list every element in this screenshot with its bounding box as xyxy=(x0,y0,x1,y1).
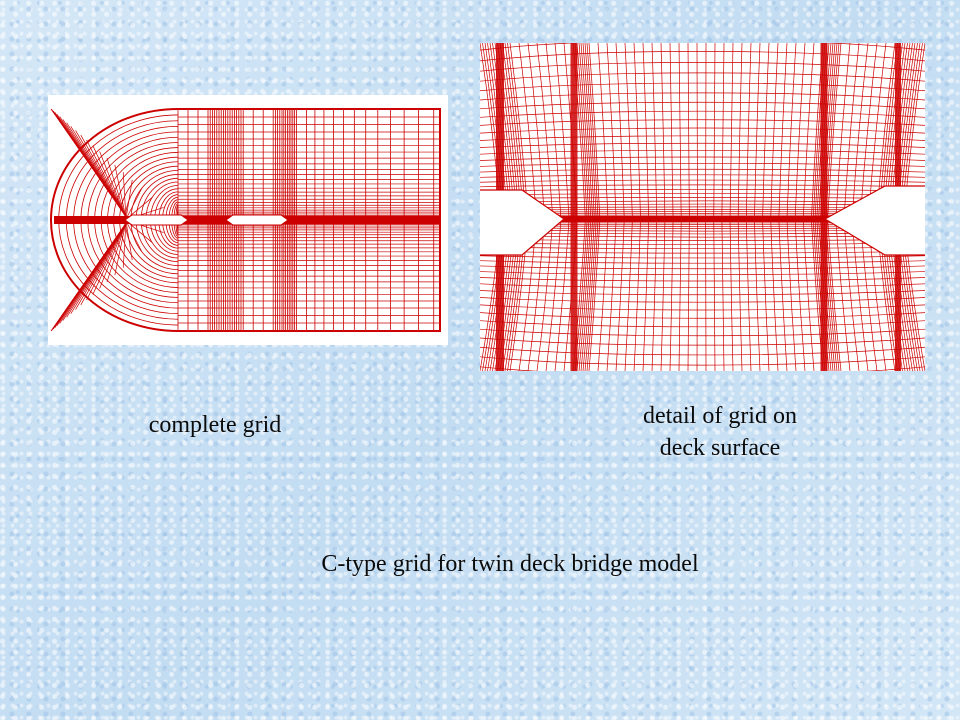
radial-line xyxy=(86,139,127,218)
figure-title: C-type grid for twin deck bridge model xyxy=(321,551,699,577)
horizontal-grid-line xyxy=(480,92,925,101)
horizontal-grid-line xyxy=(480,283,925,289)
horizontal-grid-line xyxy=(480,297,925,303)
horizontal-grid-line xyxy=(480,51,925,62)
radial-line xyxy=(92,145,127,218)
radial-line xyxy=(80,134,127,218)
complete-grid-caption: complete grid xyxy=(148,412,282,438)
detail-caption-line-2: deck surface xyxy=(659,435,781,461)
radial-line xyxy=(99,221,127,289)
deck-cutout-upstream xyxy=(124,214,189,226)
radial-line xyxy=(99,151,127,219)
horizontal-grid-line xyxy=(480,168,925,173)
horizontal-grid-line xyxy=(480,43,925,51)
horizontal-grid-line xyxy=(480,277,925,282)
horizontal-grid-line xyxy=(480,271,925,276)
deck-tip-right-edge xyxy=(823,185,925,256)
radial-line xyxy=(106,157,127,219)
horizontal-grid-line xyxy=(480,320,925,328)
horizontal-grid-line xyxy=(480,346,925,356)
radial-line xyxy=(125,220,143,252)
horizontal-grid-line xyxy=(480,290,925,296)
horizontal-grid-line xyxy=(480,189,925,192)
horizontal-grid-line xyxy=(480,328,925,337)
horizontal-grid-line xyxy=(480,156,925,161)
radial-line xyxy=(50,223,127,332)
horizontal-grid-line xyxy=(480,184,925,188)
radial-line xyxy=(122,221,127,268)
horizontal-grid-line xyxy=(480,162,925,167)
radial-line xyxy=(86,222,127,301)
horizontal-grid-line xyxy=(480,312,925,319)
deck-tip-left xyxy=(480,190,564,255)
horizontal-grid-line xyxy=(480,255,925,259)
horizontal-grid-line xyxy=(480,366,925,371)
detail-grid-caption: detail of grid on deck surface xyxy=(590,400,850,464)
horizontal-grid-line xyxy=(480,337,925,346)
horizontal-grid-line xyxy=(480,197,925,199)
detail-grid-image xyxy=(480,43,925,371)
radial-line xyxy=(125,188,143,220)
horizontal-grid-line xyxy=(480,72,925,82)
radial-line xyxy=(125,179,133,219)
horizontal-grid-line xyxy=(480,127,925,134)
horizontal-grid-line xyxy=(480,119,925,126)
horizontal-grid-line xyxy=(480,110,925,118)
deck-tip-right xyxy=(825,186,925,255)
horizontal-grid-line xyxy=(480,135,925,141)
horizontal-grid-line xyxy=(480,61,925,72)
radial-line xyxy=(125,221,133,261)
horizontal-grid-line xyxy=(480,242,925,245)
horizontal-grid-line xyxy=(480,265,925,270)
horizontal-grid-line xyxy=(480,250,925,254)
complete-grid-mesh xyxy=(50,108,441,332)
radial-line xyxy=(122,172,127,219)
radial-line xyxy=(106,221,127,283)
deck-cutout-downstream xyxy=(225,214,289,226)
deck-tip-left-edge xyxy=(480,189,565,256)
grid-outer-boundary xyxy=(50,108,441,332)
horizontal-grid-line xyxy=(480,193,925,196)
horizontal-grid-line xyxy=(480,149,925,155)
horizontal-grid-line xyxy=(480,260,925,264)
detail-grid-mesh xyxy=(480,43,925,371)
horizontal-grid-line xyxy=(480,82,925,92)
horizontal-grid-line xyxy=(480,179,925,183)
horizontal-grid-line xyxy=(480,356,925,366)
horizontal-grid-line xyxy=(480,246,925,249)
deck-surface-band xyxy=(560,216,830,222)
radial-line xyxy=(114,221,127,276)
complete-grid-image xyxy=(48,95,448,345)
horizontal-grid-line xyxy=(480,304,925,311)
detail-caption-line-1: detail of grid on xyxy=(643,403,797,429)
radial-line xyxy=(92,222,127,295)
horizontal-grid-line xyxy=(480,142,925,148)
horizontal-grid-line xyxy=(480,101,925,110)
radial-line xyxy=(114,164,127,219)
cluster-band xyxy=(570,43,578,371)
horizontal-grid-line xyxy=(480,174,925,178)
cluster-band xyxy=(820,43,828,371)
